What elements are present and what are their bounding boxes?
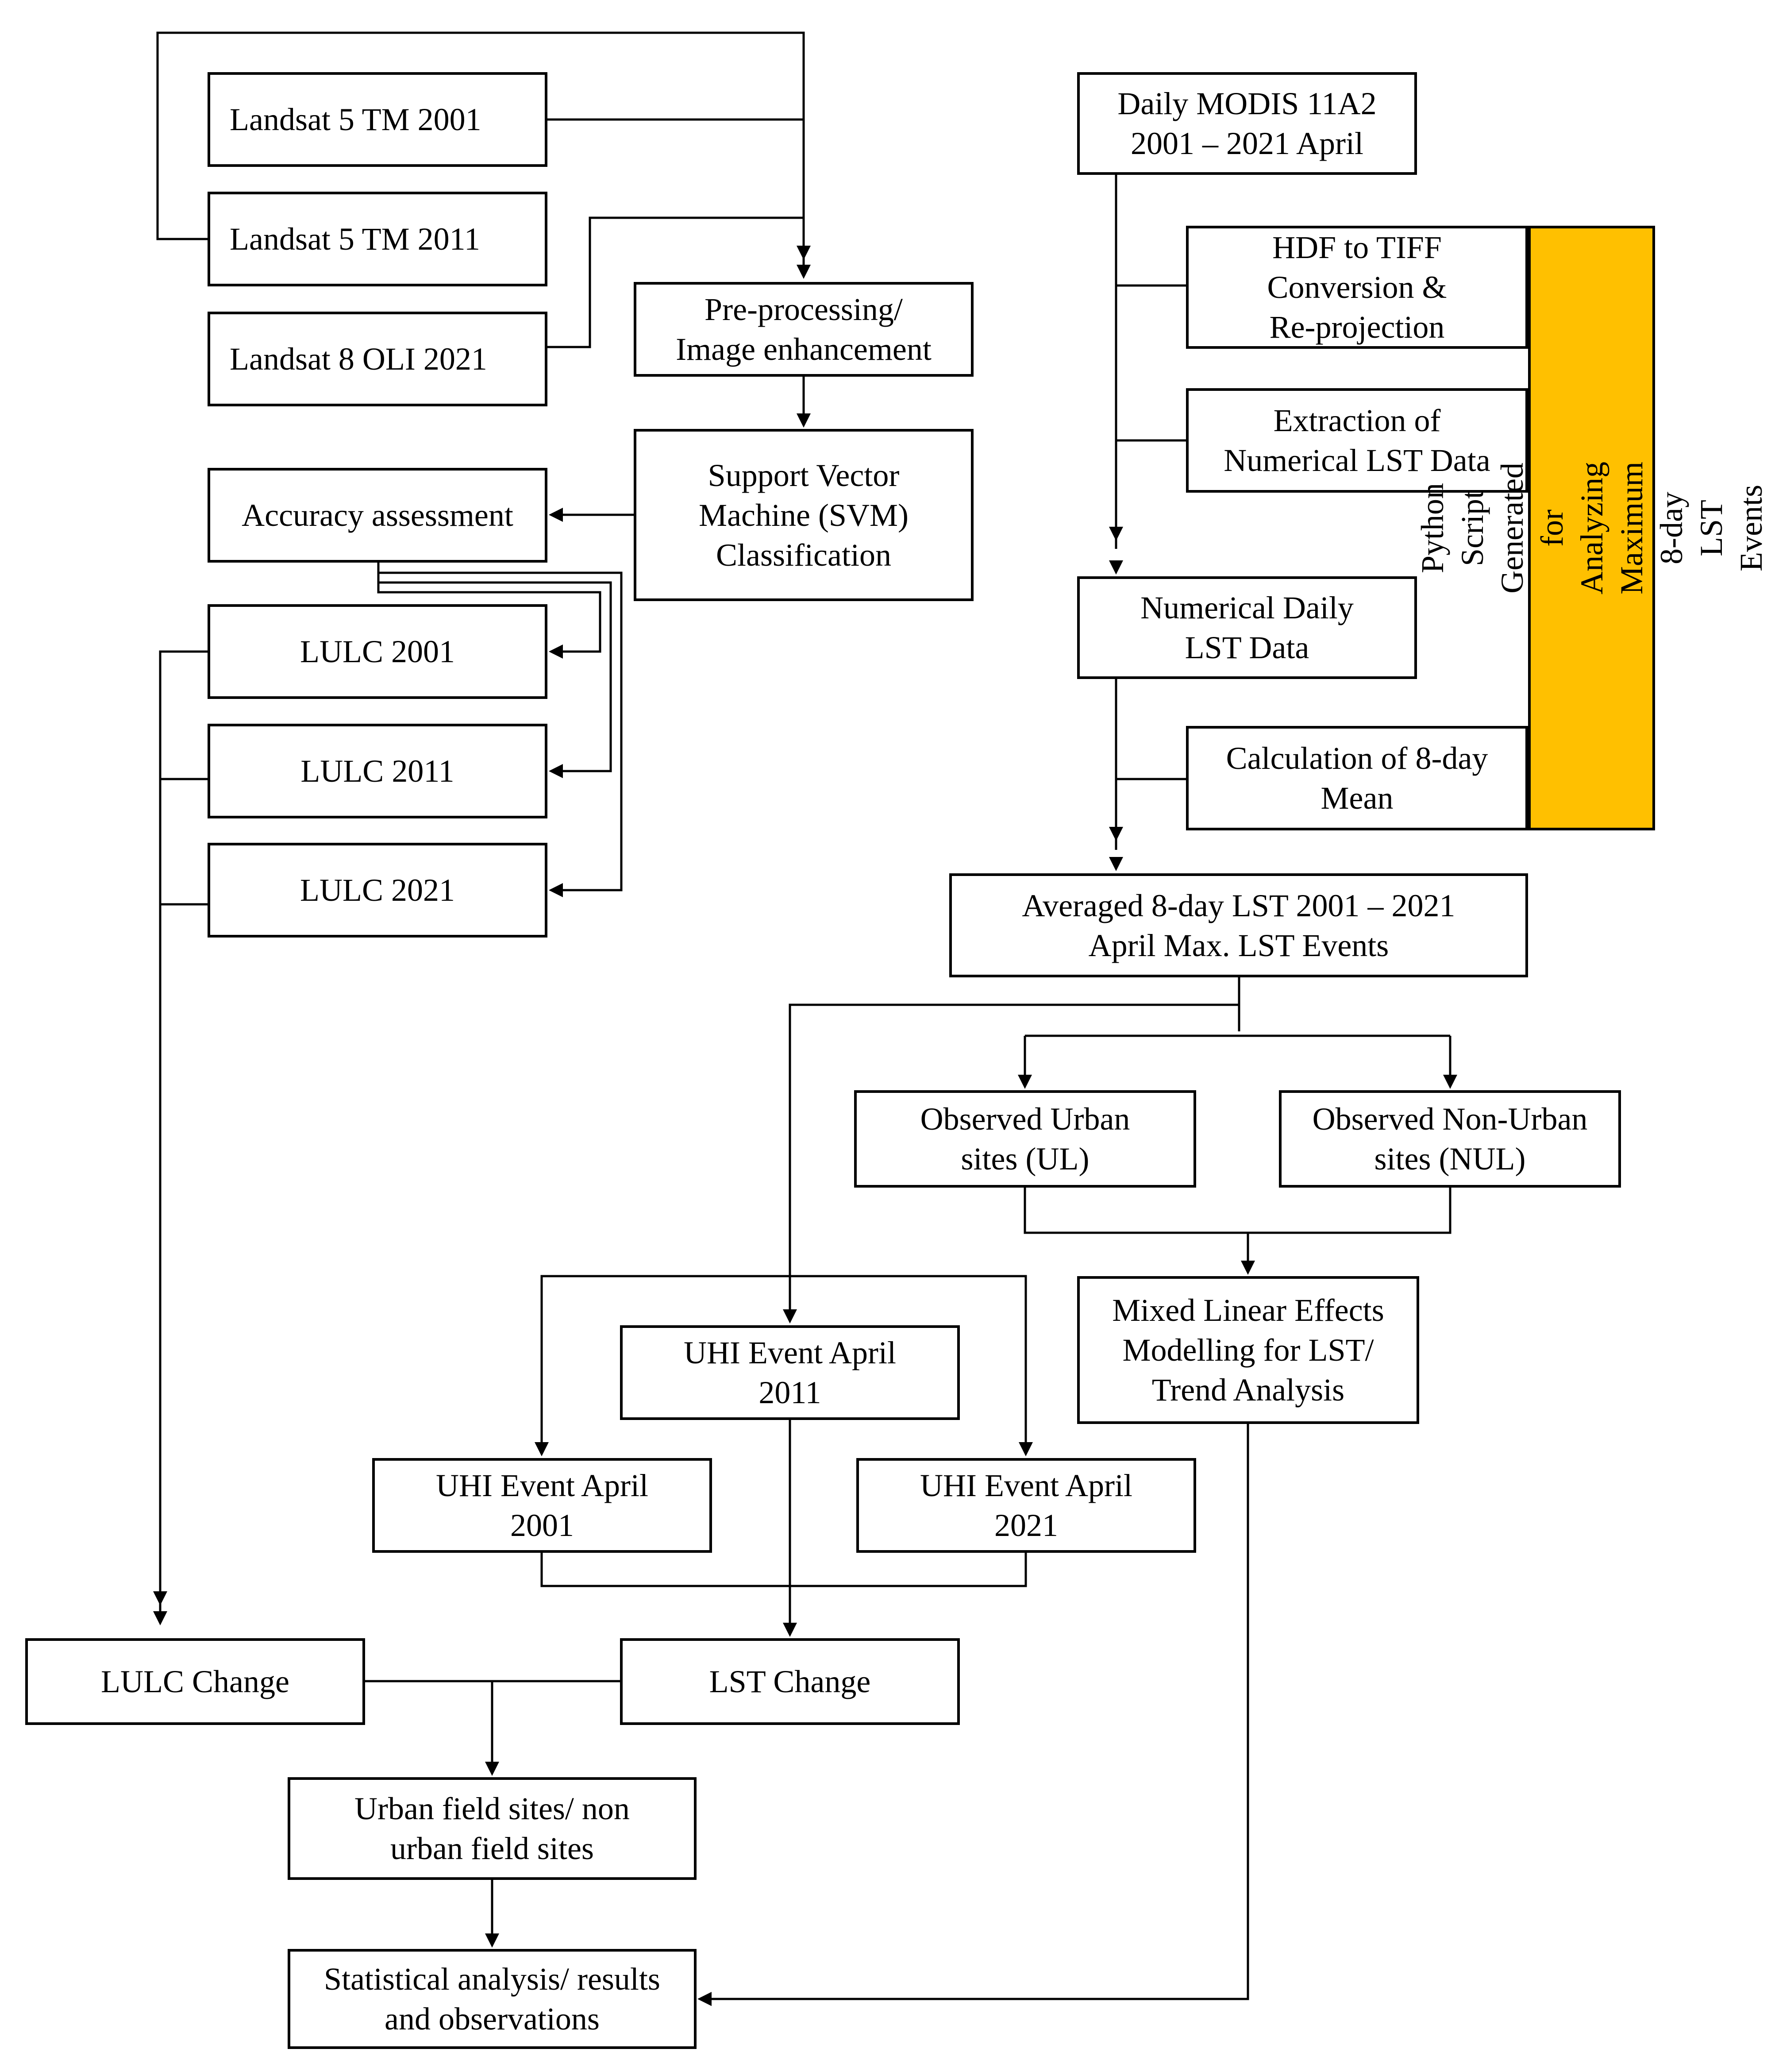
modis-box: Daily MODIS 11A2 2001 – 2021 April <box>1077 72 1417 175</box>
uhi-2021-box: UHI Event April 2021 <box>856 1458 1196 1553</box>
preprocessing-box: Pre-processing/ Image enhancement <box>634 282 974 377</box>
arrow-preprocessing-b <box>797 265 811 279</box>
urban-sites-box: Observed Urban sites (UL) <box>854 1090 1196 1188</box>
arrow-lulc-change-a <box>153 1591 167 1605</box>
arrow-uhi2001 <box>535 1442 549 1456</box>
arrow-lulc2021 <box>549 883 563 897</box>
arrow-uhi2011 <box>783 1309 797 1323</box>
field-sites-box: Urban field sites/ non urban field sites <box>288 1777 697 1880</box>
lulc-2001-box: LULC 2001 <box>208 604 547 699</box>
lst-change-box: LST Change <box>620 1638 960 1725</box>
arrow-statistical-top <box>485 1933 499 1948</box>
python-script-label: Python Script Generated for Analyzing Ma… <box>1414 462 1769 594</box>
uhi-2011-box: UHI Event April 2011 <box>620 1325 960 1420</box>
calc-8day-box: Calculation of 8-day Mean <box>1186 726 1528 830</box>
flowchart: Landsat 5 TM 2001 Landsat 5 TM 2011 Land… <box>25 31 1769 2049</box>
arrow-urban <box>1018 1075 1032 1089</box>
connector-landsat2021 <box>547 216 805 348</box>
connector-ul-nul-merge <box>1024 1188 1451 1234</box>
connector-acc-lulc2021 <box>377 563 623 891</box>
extraction-box: Extraction of Numerical LST Data <box>1186 388 1528 493</box>
hdf-tiff-box: HDF to TIFF Conversion & Re-projection <box>1186 226 1528 349</box>
arrow-lulc2001 <box>549 644 563 659</box>
arrow-averaged-a <box>1109 827 1123 841</box>
accuracy-assessment-box: Accuracy assessment <box>208 468 547 563</box>
arrow-accuracy <box>549 508 563 522</box>
numerical-daily-box: Numerical Daily LST Data <box>1077 576 1417 679</box>
uhi-2001-box: UHI Event April 2001 <box>372 1458 712 1553</box>
arrow-statistical <box>697 1992 712 2006</box>
arrow-lulc-change-b <box>153 1611 167 1625</box>
mixed-model-box: Mixed Linear Effects Modelling for LST/ … <box>1077 1276 1419 1424</box>
nonurban-sites-box: Observed Non-Urban sites (NUL) <box>1279 1090 1621 1188</box>
arrow-mixed <box>1241 1261 1255 1275</box>
landsat-2001-box: Landsat 5 TM 2001 <box>208 72 547 167</box>
averaged-8day-box: Averaged 8-day LST 2001 – 2021 April Max… <box>949 873 1528 977</box>
connector-avg-uhi2011 <box>789 1003 1239 1310</box>
arrow-lulc2011 <box>549 764 563 778</box>
arrow-field-sites <box>485 1762 499 1776</box>
landsat-2021-box: Landsat 8 OLI 2021 <box>208 312 547 406</box>
connector-lulc2001-change <box>159 650 208 1611</box>
landsat-2011-box: Landsat 5 TM 2011 <box>208 192 547 286</box>
arrow-uhi2021 <box>1019 1442 1033 1456</box>
lulc-change-box: LULC Change <box>25 1638 365 1725</box>
arrow-preprocessing-a <box>797 246 811 260</box>
connector-landsat2011-loop <box>156 31 805 248</box>
connector-uhi-branch <box>540 1275 1027 1443</box>
connector-uhi2001-2021-merge <box>540 1553 1027 1587</box>
arrow-averaged-b <box>1109 857 1123 871</box>
svm-classification-box: Support Vector Machine (SVM) Classificat… <box>634 429 974 601</box>
connector-acc-lulc2011 <box>377 563 612 772</box>
arrow-numerical-b <box>1109 560 1123 575</box>
arrow-numerical-a <box>1109 527 1123 541</box>
lulc-2021-box: LULC 2021 <box>208 843 547 938</box>
arrow-lst-change <box>783 1623 797 1637</box>
connector-mixed-stat <box>710 1424 1249 2000</box>
python-script-box: Python Script Generated for Analyzing Ma… <box>1415 226 1769 830</box>
connector-layer <box>153 31 1457 2006</box>
arrow-nonurban <box>1443 1075 1457 1089</box>
arrow-svm <box>797 413 811 428</box>
statistical-analysis-box: Statistical analysis/ results and observ… <box>288 1949 697 2049</box>
lulc-2011-box: LULC 2011 <box>208 724 547 818</box>
